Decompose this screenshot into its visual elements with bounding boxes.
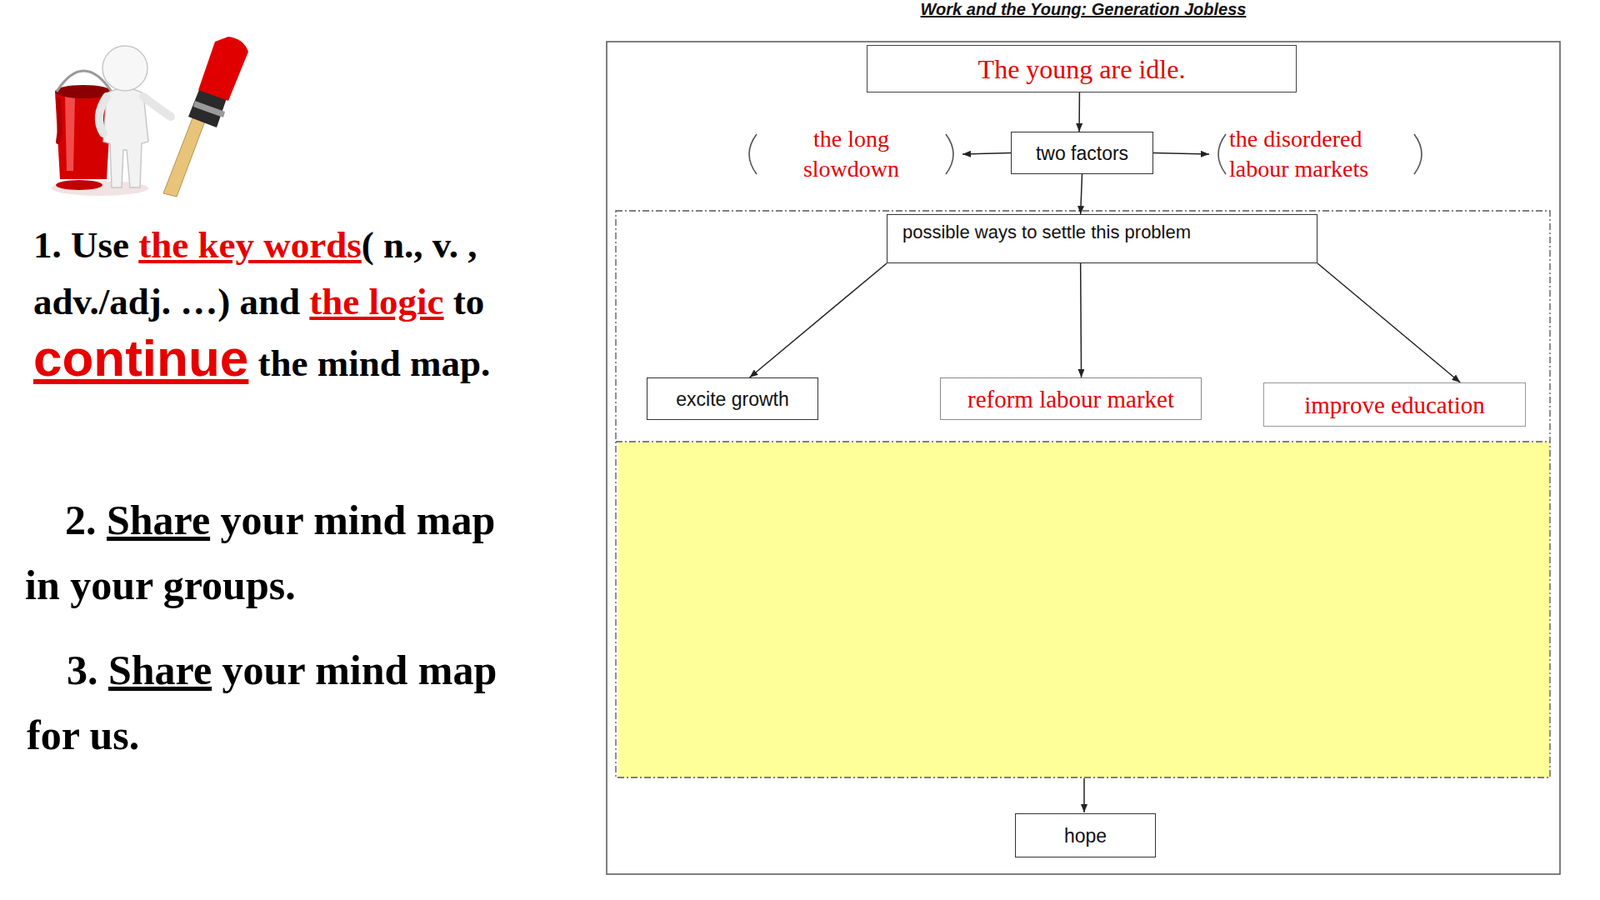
factor-bracket: the disordered labour markets (1209, 119, 1431, 190)
node-text: reform labour market (967, 383, 1175, 415)
painter-illustration (51, 36, 249, 197)
instruction-text: 2. Share your mind map in your groups. (25, 487, 525, 618)
highlight-word: Share (106, 496, 210, 544)
solution-box: reform labour market (940, 377, 1202, 420)
right-bracket (1414, 134, 1422, 175)
plain-word: the mind map. (248, 342, 490, 385)
instruction-text: 1. Use the key words( n., v. , adv./adj.… (33, 216, 534, 392)
highlight-word: continue (33, 329, 249, 387)
figure-arm (99, 96, 107, 134)
arrow-connector (1153, 153, 1210, 155)
plain-word: 3. (66, 646, 109, 694)
arrow-connector (1080, 263, 1082, 378)
brush-bristles (198, 36, 249, 101)
brush-band (193, 100, 225, 118)
solution-box: improve education (1263, 382, 1526, 427)
plain-word: to (444, 280, 485, 323)
arrow-connector (1317, 263, 1460, 383)
plain-word: 2. (65, 496, 107, 544)
blank-area (618, 442, 1550, 778)
node-text: the disordered labour markets (1229, 124, 1400, 185)
node-text: possible ways to settle this problem (902, 220, 1191, 245)
highlight-word: the key words (138, 224, 362, 266)
right-bracket (945, 134, 954, 175)
arrow-connector (750, 263, 887, 378)
arrow-connector (962, 153, 1011, 155)
bucket-highlight (65, 95, 75, 171)
bucket-body (55, 91, 112, 180)
solution-box: excite growth (646, 377, 819, 420)
paint-puddle (55, 180, 103, 190)
node-text: improve education (1304, 389, 1485, 421)
arrow-connector (1078, 92, 1080, 132)
factor-bracket: the long slowdown (740, 119, 963, 190)
brush-handle (163, 111, 207, 197)
left-bracket (749, 134, 757, 175)
arrow-connector (1080, 174, 1083, 215)
node-text: The young are idle. (978, 51, 1186, 87)
topic-box: The young are idle. (866, 45, 1297, 93)
node-text: hope (1064, 823, 1107, 849)
dashed-divider (615, 440, 1550, 442)
dashed-region (615, 210, 1550, 778)
node-text: the long slowdown (789, 124, 915, 185)
factor-hub-box: two factors (1010, 131, 1154, 175)
figure-head (102, 45, 148, 91)
plain-word: 1. Use (33, 224, 139, 266)
node-text: two factors (1035, 140, 1129, 166)
map-frame (606, 41, 1560, 875)
figure-arm (143, 96, 171, 117)
solution-hub-box: possible ways to settle this problem (886, 214, 1318, 264)
paint-drip (58, 100, 60, 142)
arrow-line (1083, 778, 1085, 813)
node-text: excite growth (675, 386, 790, 412)
map-title: Work and the Young: Generation Jobless (606, 0, 1560, 20)
highlight-word: the logic (309, 280, 444, 323)
instruction-text: 3. Share your mind map for us. (26, 637, 527, 768)
highlight-word: Share (108, 646, 212, 694)
left-bracket (1218, 134, 1226, 175)
figure-body (103, 88, 149, 188)
outcome-box: hope (1015, 813, 1156, 858)
